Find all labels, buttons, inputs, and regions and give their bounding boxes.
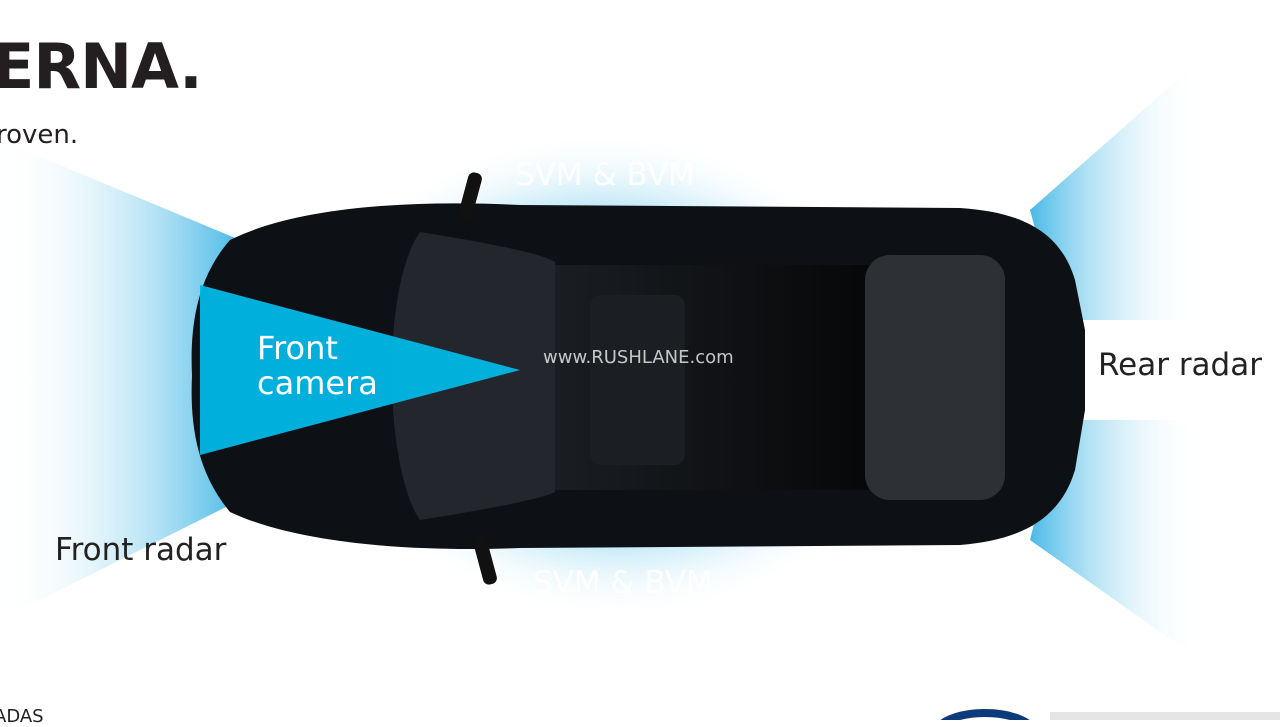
front-radar-label: Front radar — [55, 532, 227, 568]
front-camera-zone — [200, 285, 520, 455]
sunroof — [590, 295, 685, 465]
svm-bvm-label-top: SVM & BVM — [515, 157, 695, 193]
front-camera-label-line1: Front — [257, 329, 338, 367]
footer-note: ADAS — [0, 706, 44, 727]
watermark: www.RUSHLANE.com — [543, 347, 734, 368]
svm-bvm-label-bottom: SVM & BVM — [533, 565, 713, 601]
mirror-top — [458, 172, 482, 222]
rear-radar-left-zone — [1030, 60, 1200, 320]
mirror-bottom — [473, 535, 497, 585]
page-title: ERNA. — [0, 30, 203, 103]
rear-radar-label: Rear radar — [1098, 347, 1262, 383]
front-camera-label-line2: camera — [257, 364, 378, 402]
front-camera-label: Front camera — [257, 331, 378, 401]
rear-radar-right-zone — [1030, 420, 1200, 660]
hyundai-logo-icon — [940, 709, 1280, 720]
rear-window — [865, 255, 1005, 500]
page-subtitle: roven. — [0, 120, 79, 150]
front-radar-zone — [0, 140, 240, 620]
